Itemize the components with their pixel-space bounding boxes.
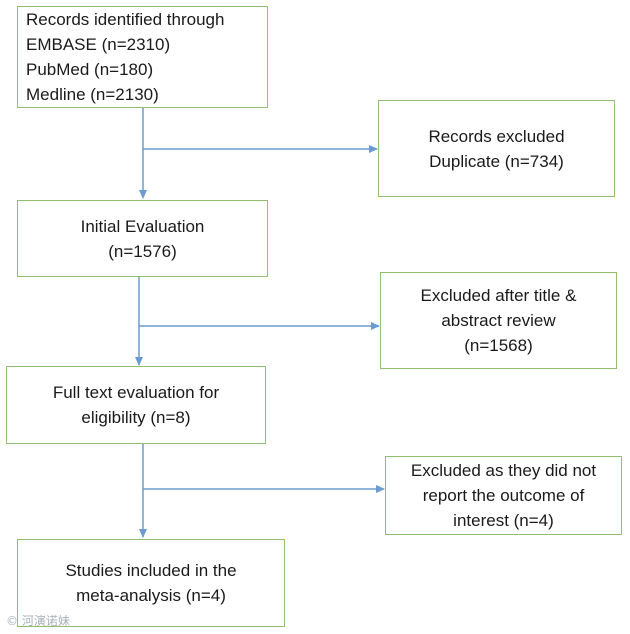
full-text-evaluation-box: Full text evaluation for eligibility (n=… (6, 366, 266, 444)
studies-included-line1: Studies included in the (65, 561, 237, 580)
full-text-evaluation-line2: eligibility (n=8) (81, 408, 191, 427)
excluded-title-abstract-box: Excluded after title & abstract review (… (380, 272, 617, 369)
excluded-title-abstract-line2: abstract review (441, 311, 556, 330)
initial-evaluation-count: (n=1576) (108, 241, 177, 261)
excluded-outcome-box: Excluded as they did not report the outc… (385, 456, 622, 535)
studies-included-line2: meta-analysis (n=4) (76, 586, 226, 605)
excluded-title-abstract-count: (n=1568) (464, 336, 533, 355)
records-embase: EMBASE (n=2310) (26, 35, 171, 54)
records-identified-box: Records identified through EMBASE (n=231… (17, 6, 268, 108)
records-excluded-title: Records excluded (428, 126, 565, 146)
studies-included-box: Studies included in the meta-analysis (n… (17, 539, 285, 627)
records-excluded-box: Records excluded Duplicate (n=734) (378, 100, 615, 197)
excluded-title-abstract-line1: Excluded after title & (420, 286, 577, 305)
full-text-evaluation-line1: Full text evaluation for (52, 383, 220, 402)
excluded-outcome-line2: report the outcome of (422, 486, 585, 505)
excluded-outcome-count: interest (n=4) (453, 511, 554, 530)
records-medline: Medline (n=2130) (26, 85, 159, 104)
watermark-text: © 河演诺妹 (6, 614, 70, 628)
excluded-outcome-line1: Excluded as they did not (410, 461, 597, 480)
initial-evaluation-box: Initial Evaluation (n=1576) (17, 200, 268, 277)
records-excluded-duplicate: Duplicate (n=734) (429, 151, 564, 171)
initial-evaluation-title: Initial Evaluation (80, 216, 205, 236)
records-pubmed: PubMed (n=180) (26, 60, 154, 79)
records-identified-title: Records identified through (26, 10, 225, 29)
